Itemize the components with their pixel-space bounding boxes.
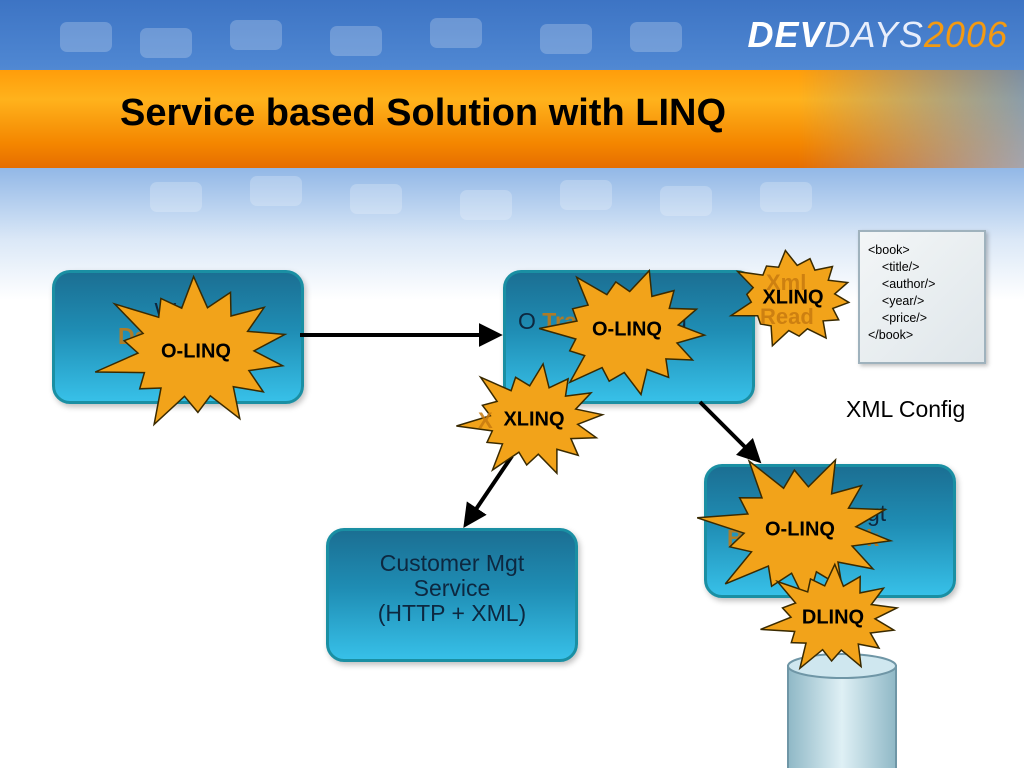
customer-mgt-line1: Customer Mgt — [379, 550, 525, 576]
decor-tile — [140, 28, 192, 58]
customer-mgt-text: Customer Mgt Service (HTTP + XML) — [329, 551, 575, 626]
ghost-text-xml: Xml — [766, 270, 807, 295]
logo-part-dev: DEV — [747, 14, 825, 55]
burst-olinq-right — [696, 457, 894, 607]
decor-tile — [660, 186, 712, 216]
orange-banner — [0, 70, 1024, 168]
burst-olinq-left — [94, 274, 288, 427]
customer-mgt-line3: (HTTP + XML) — [377, 600, 527, 626]
xml-line: </book> — [868, 328, 914, 342]
burst-group — [94, 249, 900, 671]
transform-box-prefix: O — [518, 308, 536, 334]
burst-dlinq — [760, 562, 900, 671]
burst-xlinq-mid — [456, 361, 606, 476]
burst-olinq-center — [538, 268, 707, 397]
xml-line: <year/> — [868, 294, 925, 308]
decor-tile — [60, 22, 112, 52]
arrow-transform-to-right — [698, 400, 762, 464]
decor-tile — [330, 26, 382, 56]
customer-mgt-line2: Service — [413, 575, 491, 601]
xml-line: <author/> — [868, 277, 936, 291]
xml-line: <book> — [868, 243, 910, 257]
database-icon — [787, 653, 897, 768]
xml-config-document: <book> <title/> <author/> <year/> <price… — [858, 230, 986, 364]
burst-label-xlinq-mid: XLINQ — [503, 408, 565, 431]
ghost-text-x: X — [478, 408, 493, 433]
arrow-to-customer — [463, 454, 514, 528]
burst-label-olinq-left: O-LINQ — [161, 340, 231, 363]
decor-tile — [540, 24, 592, 54]
xml-config-caption: XML Config — [846, 396, 966, 422]
logo-part-year: 2006 — [923, 14, 1008, 55]
decor-tile — [760, 182, 812, 212]
devdays-logo: DEVDAYS2006 — [748, 14, 1009, 56]
customer-mgt-box: Customer Mgt Service (HTTP + XML) — [326, 528, 578, 662]
burst-label-dlinq: DLINQ — [801, 606, 865, 629]
decor-tile — [460, 190, 512, 220]
decor-tile — [630, 22, 682, 52]
decor-tile — [560, 180, 612, 210]
logo-part-days: DAYS — [824, 14, 924, 55]
decor-tile — [250, 176, 302, 206]
burst-label-olinq-right: O-LINQ — [765, 518, 835, 541]
decor-tile — [230, 20, 282, 50]
decor-tile — [430, 18, 482, 48]
slide-title: Service based Solution with LINQ — [120, 92, 726, 134]
burst-label-xlinq-top: XLINQ — [762, 286, 824, 309]
decor-tile — [150, 182, 202, 212]
burst-xlinq-top — [728, 249, 851, 348]
xml-line: <title/> — [868, 260, 920, 274]
burst-label-olinq-center: O-LINQ — [592, 318, 662, 341]
ghost-text-read: Read — [760, 304, 814, 329]
xml-line: <price/> — [868, 311, 928, 325]
decor-tile — [350, 184, 402, 214]
